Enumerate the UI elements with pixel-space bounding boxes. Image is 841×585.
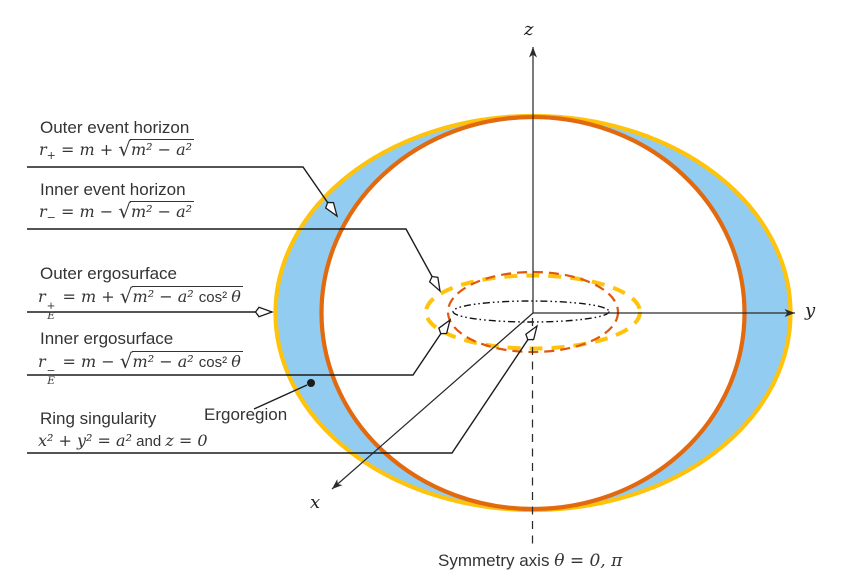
ergoregion-dot bbox=[307, 379, 315, 387]
symmetry-axis-caption: Symmetry axis θ = 0, π bbox=[438, 551, 622, 571]
outer-ergosurface-formula: r+E = m + √m² − a² cos² θ bbox=[38, 284, 243, 322]
z-axis-label: z bbox=[524, 19, 534, 40]
axes-group bbox=[331, 47, 795, 546]
y-axis-label: y bbox=[805, 300, 816, 321]
leader-ergoregion bbox=[253, 384, 308, 410]
x-axis-line bbox=[331, 312, 534, 490]
callout-leaders bbox=[27, 166, 539, 454]
leader-inner-event-horizon bbox=[27, 228, 441, 293]
ring-singularity-label: Ring singularity bbox=[40, 409, 157, 428]
outer-ergosurface-label: Outer ergosurface bbox=[40, 264, 178, 283]
inner-ergosurface-label: Inner ergosurface bbox=[40, 329, 174, 348]
leader-outer-event-horizon bbox=[27, 166, 339, 218]
x-axis-label: x bbox=[310, 492, 321, 513]
inner-event-horizon-label: Inner event horizon bbox=[40, 180, 186, 199]
inner-event-horizon-formula: r− = m − √m² − a² bbox=[39, 199, 195, 224]
symmetry-axis-caption-text: Symmetry axis bbox=[438, 551, 555, 570]
outer-event-horizon-label: Outer event horizon bbox=[40, 118, 190, 137]
ergoregion-label: Ergoregion bbox=[204, 405, 288, 424]
outer-event-horizon-formula: r+ = m + √m² − a² bbox=[39, 137, 195, 162]
inner-ergosurface-formula: r−E = m − √m² − a² cos² θ bbox=[38, 349, 243, 387]
leader-ring-singularity bbox=[27, 324, 539, 454]
leader-inner-ergosurface bbox=[27, 318, 452, 376]
ring-singularity-formula: x² + y² = a² and z = 0 bbox=[38, 431, 208, 450]
ring-singularity-ellipse bbox=[452, 300, 610, 323]
symmetry-axis-caption-math: θ = 0, π bbox=[554, 551, 623, 571]
